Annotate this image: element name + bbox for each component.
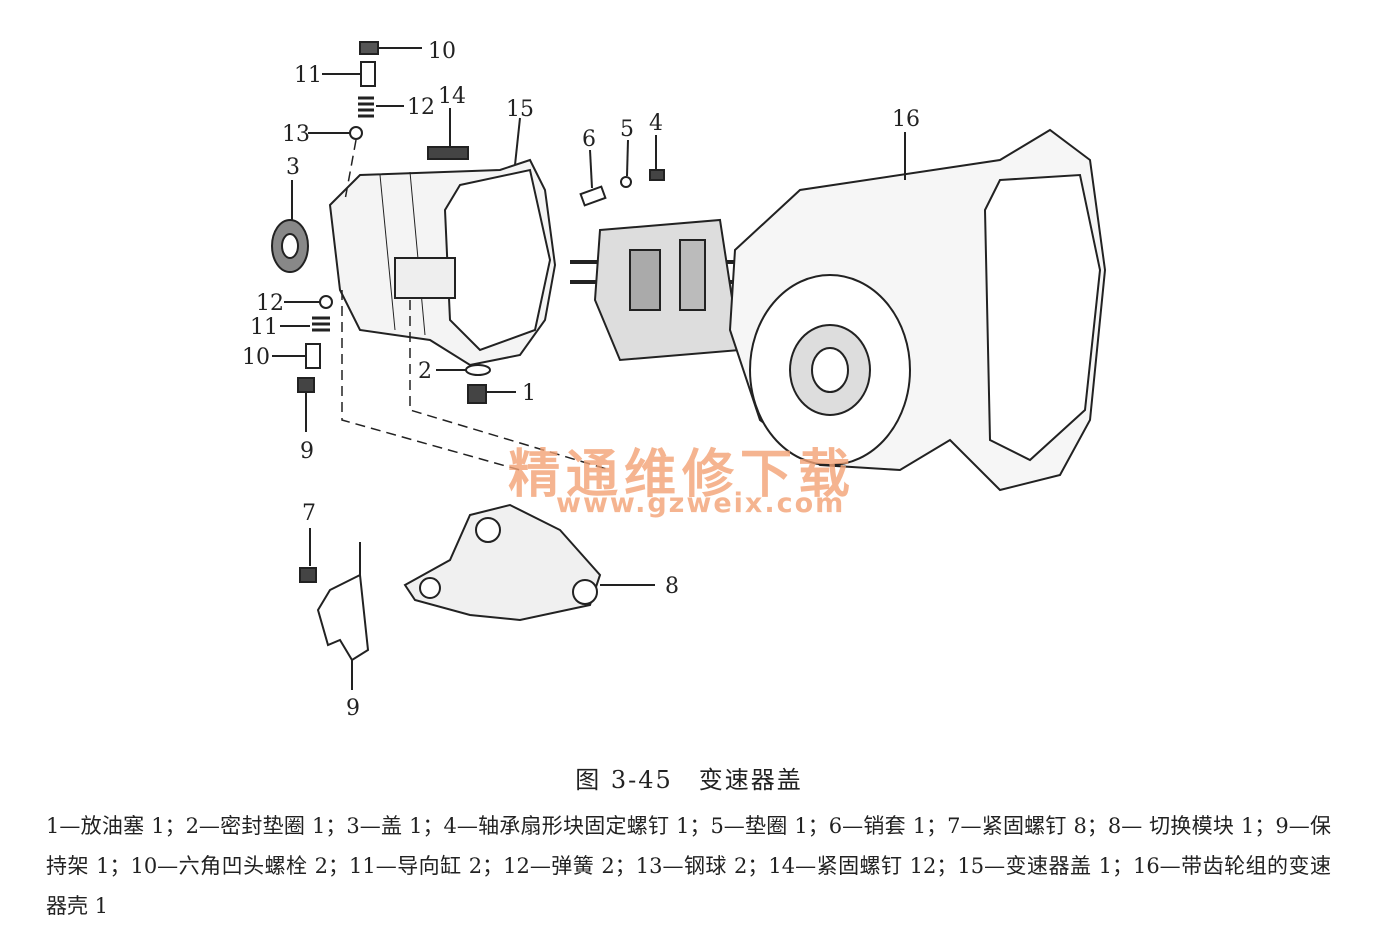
callout-10-top: 10	[428, 39, 456, 64]
callout-12-top: 12	[407, 95, 435, 120]
seal-washer-2	[436, 364, 491, 376]
cover-3	[271, 180, 309, 273]
callout-11-top: 11	[294, 63, 322, 88]
watermark-text: 精通维修下载	[508, 445, 857, 505]
guide-lines	[341, 139, 611, 471]
callout-1: 1	[522, 381, 536, 406]
transmission-cover-15	[328, 117, 557, 367]
drain-plug-1	[467, 384, 516, 404]
cylinder-10-left	[272, 343, 321, 369]
callout-8: 8	[665, 574, 679, 599]
transmission-housing-16	[728, 128, 1107, 492]
callout-16: 16	[892, 107, 920, 132]
callout-2: 2	[418, 359, 432, 384]
spring-12-top	[358, 96, 404, 118]
bolt-7	[299, 528, 317, 583]
washer-5	[620, 139, 632, 188]
callout-15: 15	[506, 97, 534, 122]
callout-14: 14	[438, 84, 466, 109]
bolt-14	[427, 108, 469, 160]
callout-11-left: 11	[250, 315, 278, 340]
callout-4: 4	[649, 111, 663, 136]
diagram-drawing: 10 11 12 13 14 15 3 6 5 4 16 12 11 10 2 …	[242, 39, 1107, 721]
spring-12-left	[284, 295, 333, 309]
figure-legend: 1—放油塞 1；2—密封垫圈 1；3—盖 1；4—轴承扇形块固定螺钉 1；5—垫…	[46, 814, 1331, 918]
bolt-4	[649, 135, 665, 181]
bolt-10-top	[359, 41, 422, 55]
callout-10-left: 10	[242, 345, 270, 370]
retainer-9-top	[297, 377, 315, 432]
figure-caption-title: 图 3-45 变速器盖	[575, 766, 803, 794]
callout-6: 6	[582, 127, 596, 152]
callout-3: 3	[286, 155, 300, 180]
switch-module-8	[403, 503, 655, 622]
callout-7: 7	[302, 501, 316, 526]
watermark-url: www.gzweix.com	[556, 488, 846, 519]
callout-5: 5	[620, 117, 634, 142]
callout-9-bottom: 9	[346, 696, 360, 721]
exploded-diagram: 10 11 12 13 14 15 3 6 5 4 16 12 11 10 2 …	[242, 39, 1107, 721]
callout-9-top: 9	[300, 439, 314, 464]
gear-set	[570, 218, 760, 362]
cylinder-11-left	[280, 316, 330, 332]
cylinder-11-top	[322, 61, 376, 87]
callout-13: 13	[282, 122, 310, 147]
pin-sleeve-6	[579, 149, 607, 207]
callout-12-left: 12	[256, 291, 284, 316]
retainer-9-bottom	[316, 542, 370, 690]
callout-labels: 10 11 12 13 14 15 3 6 5 4 16 12 11 10 2 …	[242, 39, 920, 721]
ball-13	[308, 126, 363, 140]
